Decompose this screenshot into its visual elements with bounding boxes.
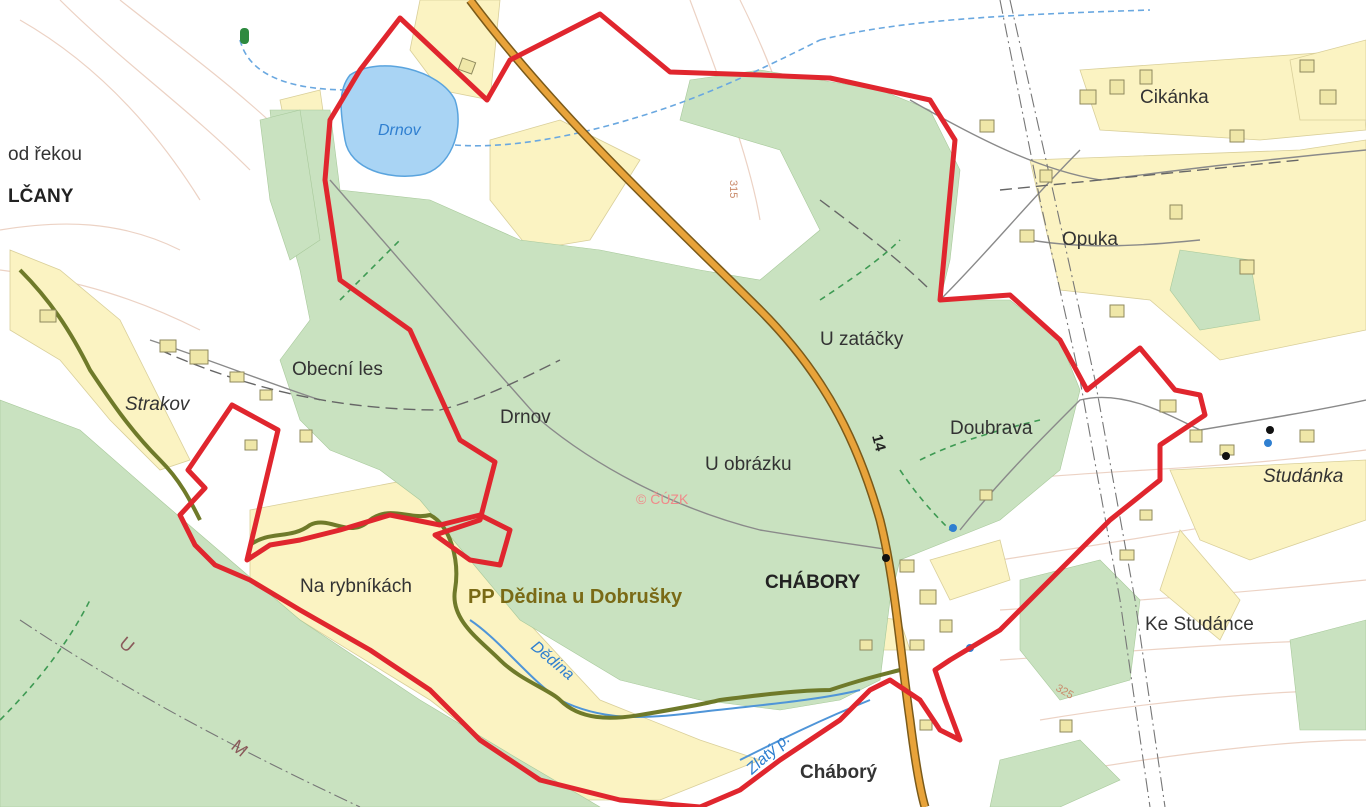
label-studanka: Studánka	[1263, 466, 1343, 487]
road-14-fill	[467, 0, 928, 807]
point-markers	[240, 28, 1274, 652]
label-drnov-forest: Drnov	[500, 407, 551, 428]
label-route-number: 14	[868, 433, 889, 454]
minor-roads	[149, 99, 1366, 551]
area-boundary	[177, 11, 1208, 807]
label-opuka: Opuka	[1062, 229, 1118, 250]
label-od-rekou: od řekou	[8, 144, 82, 165]
drnov-lake	[340, 65, 459, 177]
label-strakov: Strakov	[125, 394, 191, 415]
label-cikanka: Cikánka	[1140, 87, 1209, 108]
label-u-zatacky: U zatáčky	[820, 329, 904, 350]
streams	[239, 9, 1151, 147]
label-reserve-name: PP Dědina u Dobrušky	[468, 586, 683, 608]
green-trails	[0, 239, 1041, 721]
label-chabory-upper: CHÁBORY	[765, 571, 861, 593]
label-ke-studance: Ke Studánce	[1145, 614, 1254, 635]
label-drnov-lake: Drnov	[378, 122, 422, 139]
buildings	[39, 57, 1337, 733]
label-na-rybnikach: Na rybníkách	[300, 576, 412, 597]
label-contour-315: 315	[727, 180, 739, 198]
label-doubrava: Doubrava	[950, 418, 1033, 439]
label-lcany: LČANY	[8, 185, 74, 207]
label-cuzk-watermark: © ČÚZK	[636, 491, 689, 507]
label-obecni-les: Obecní les	[292, 359, 383, 380]
forest-areas	[0, 69, 1366, 807]
label-u-obrazku: U obrázku	[705, 454, 792, 475]
label-chabory-lower: Cháborý	[800, 762, 878, 783]
